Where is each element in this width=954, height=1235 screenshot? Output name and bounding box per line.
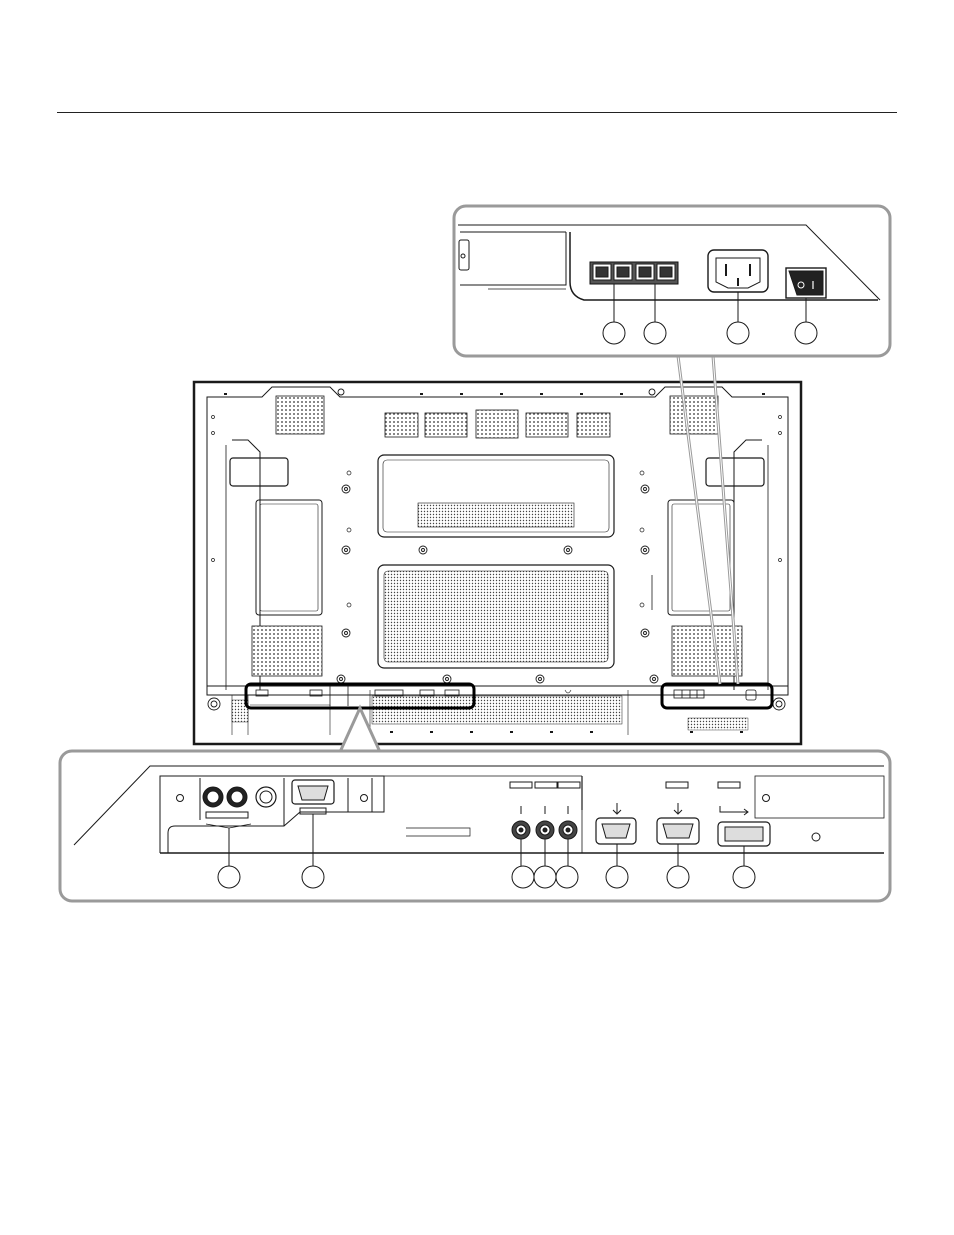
callout-circle [302,866,324,888]
top-callout-panel [454,206,890,356]
callout-circle [667,866,689,888]
callout-circle [556,866,578,888]
callout-circle [733,866,755,888]
callout-circle [644,322,666,344]
tv-rear-view [194,382,801,744]
callout-circle [795,322,817,344]
callout-circle [218,866,240,888]
bnc-connectors [512,821,577,839]
callout-circle [606,866,628,888]
speaker-terminals [590,262,678,284]
callout-circle [727,322,749,344]
bottom-callout-panel [60,751,890,901]
callout-circle [534,866,556,888]
callout-circle [603,322,625,344]
callout-circle [512,866,534,888]
